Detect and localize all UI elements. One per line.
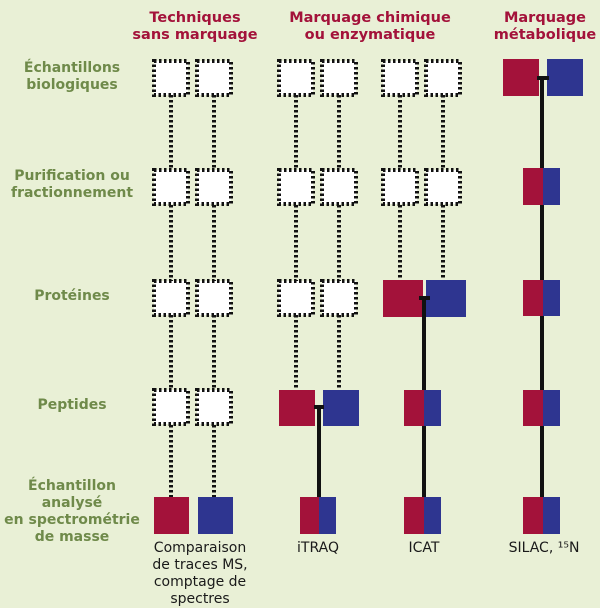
itraq-sample-box-right	[320, 59, 358, 97]
row-label-ms-sample-line2: analysé	[41, 495, 103, 511]
row-label-ms-sample-line1: Échantillon	[28, 478, 116, 494]
row-label-ms-sample-line3: en spectrométrie	[4, 512, 140, 528]
label-free-purification-box-right	[195, 168, 233, 206]
row-label-peptides-line1: Peptides	[37, 397, 107, 413]
row-label-samples-line2: biologiques	[26, 77, 118, 93]
caption-icat: ICAT	[408, 540, 440, 556]
column-header-label-free-line2: sans marquage	[132, 27, 258, 43]
icat-sample-box-left	[381, 59, 419, 97]
silac-protein-red-half	[523, 280, 543, 316]
row-label-purification: Purification ou fractionnement	[2, 168, 142, 202]
silac-purification-red-half	[523, 168, 543, 205]
caption-label-free: Comparaison de traces MS, comptage de sp…	[125, 540, 275, 608]
itraq-peptide-red-box	[279, 390, 315, 426]
itraq-protein-box-left	[277, 279, 315, 317]
icat-ms-blue-half	[424, 497, 441, 534]
row-label-ms-sample-line4: de masse	[34, 529, 110, 545]
silac-sample-red-box	[503, 59, 539, 96]
row-label-proteins-line1: Protéines	[34, 288, 110, 304]
caption-label-free-line1: Comparaison	[153, 540, 247, 556]
itraq-merge-line	[314, 405, 324, 497]
caption-silac: SILAC, ¹⁵N	[508, 540, 580, 556]
itraq-ms-blue-half	[319, 497, 336, 534]
silac-peptide-red-half	[523, 390, 543, 426]
itraq-purification-box-right	[320, 168, 358, 206]
caption-itraq: iTRAQ	[297, 540, 339, 556]
silac-purification-blue-half	[543, 168, 560, 205]
label-free-peptide-box-right	[195, 388, 233, 426]
silac-track	[503, 59, 583, 534]
silac-ms-blue-half	[543, 497, 560, 534]
column-header-metabolic-line2: métabolique	[493, 27, 597, 43]
icat-track	[381, 59, 466, 534]
label-free-purification-box-left	[152, 168, 190, 206]
icat-protein-blue-box	[426, 280, 466, 317]
column-header-metabolic-line1: Marquage	[503, 10, 587, 26]
icat-peptide-blue-half	[424, 390, 441, 426]
itraq-sample-box-left	[277, 59, 315, 97]
icat-protein-red-box	[383, 280, 423, 317]
itraq-purification-box-left	[277, 168, 315, 206]
icat-sample-box-right	[424, 59, 462, 97]
label-free-sample-box-left	[152, 59, 190, 97]
icat-peptide-red-half	[404, 390, 424, 426]
row-label-peptides: Peptides	[2, 397, 142, 414]
column-header-metabolic: Marquage métabolique	[490, 10, 600, 44]
row-label-proteins: Protéines	[2, 288, 142, 305]
column-header-chemical-line1: Marquage chimique	[289, 10, 451, 26]
label-free-ms-blue-box	[198, 497, 233, 534]
label-free-protein-box-left	[152, 279, 190, 317]
icat-ms-red-half	[404, 497, 424, 534]
itraq-peptide-blue-box	[323, 390, 359, 426]
silac-protein-blue-half	[543, 280, 560, 316]
label-free-sample-box-right	[195, 59, 233, 97]
label-free-protein-box-right	[195, 279, 233, 317]
silac-sample-blue-box	[547, 59, 583, 96]
itraq-track	[277, 59, 359, 534]
caption-label-free-line2: de traces MS,	[152, 557, 248, 573]
icat-purification-box-left	[381, 168, 419, 206]
row-label-purification-line1: Purification ou	[14, 168, 130, 184]
row-label-purification-line2: fractionnement	[10, 185, 134, 201]
itraq-ms-red-half	[300, 497, 319, 534]
column-header-chemical: Marquage chimique ou enzymatique	[285, 10, 455, 44]
silac-ms-red-half	[523, 497, 543, 534]
column-header-label-free-line1: Techniques	[149, 10, 241, 26]
row-label-samples-line1: Échantillons	[23, 60, 121, 76]
icat-purification-box-right	[424, 168, 462, 206]
row-label-samples: Échantillons biologiques	[2, 60, 142, 94]
caption-label-free-line3: comptage de spectres	[153, 574, 247, 607]
silac-peptide-blue-half	[543, 390, 560, 426]
label-free-track	[152, 59, 233, 534]
itraq-protein-box-right	[320, 279, 358, 317]
row-label-ms-sample: Échantillon analysé en spectrométrie de …	[2, 478, 142, 546]
label-free-ms-red-box	[154, 497, 189, 534]
label-free-peptide-box-left	[152, 388, 190, 426]
column-header-label-free: Techniques sans marquage	[130, 10, 260, 44]
column-header-chemical-line2: ou enzymatique	[304, 27, 436, 43]
